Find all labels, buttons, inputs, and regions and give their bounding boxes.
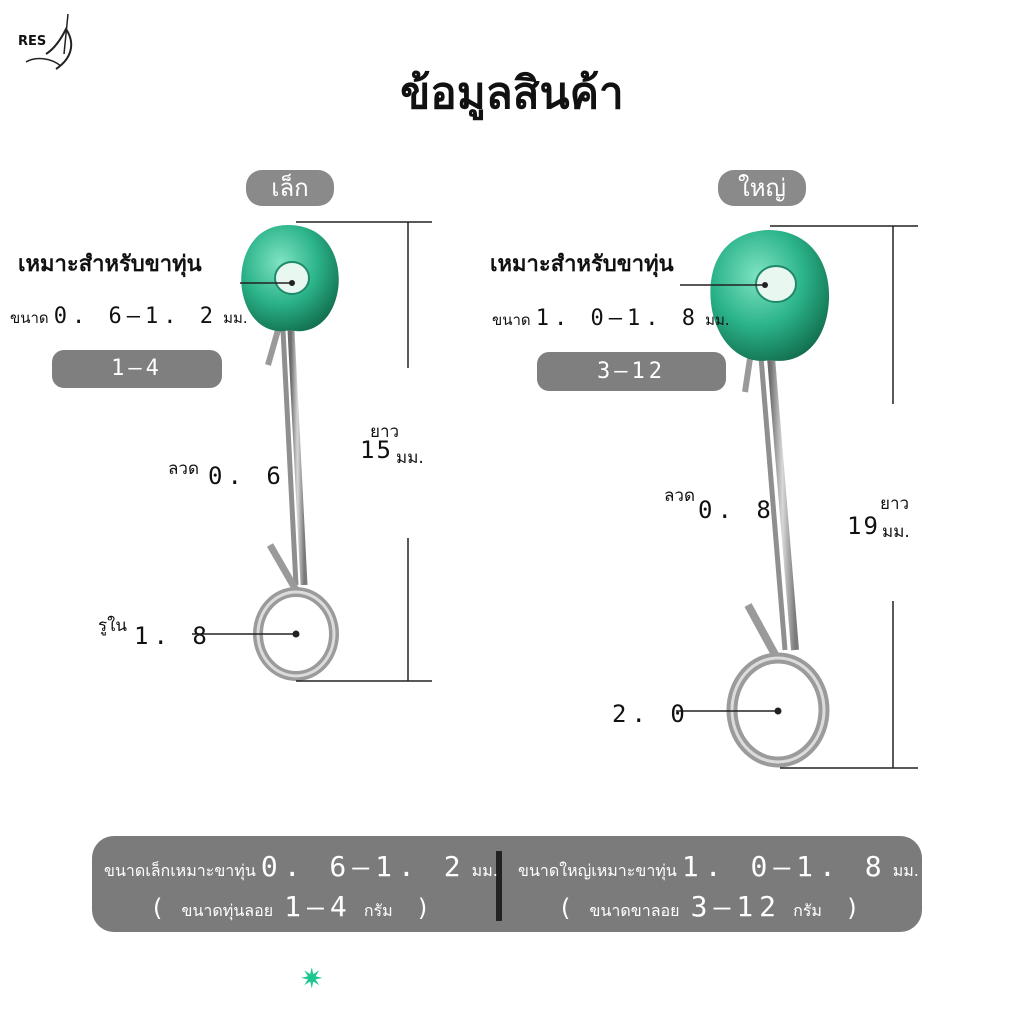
small-size-range: 0. 6–1. 2 [53, 304, 218, 329]
fish-logo-icon [25, 13, 73, 70]
summary-left-float-value: 1–4 [284, 890, 353, 923]
large-inner-value: 2. 0 [612, 700, 690, 728]
page-title: ข้อมูลสินค้า [400, 68, 624, 119]
brand-text: RES [18, 34, 47, 49]
small-wire-label: ลวด [168, 459, 200, 479]
large-fit-label: เหมาะสำหรับขาทุ่น [490, 252, 674, 277]
summary-left-line1: ขนาดเล็กเหมาะขาทุ่น 0. 6–1. 2 มม. [104, 850, 498, 884]
small-length-label: ยาว [370, 422, 400, 442]
summary-right-unit: มม. [892, 861, 919, 880]
small-fit-label: เหมาะสำหรับขาทุ่น [18, 252, 202, 277]
small-clip [241, 225, 339, 681]
small-size-prefix: ขนาด [10, 309, 49, 327]
large-weight-pill: 3–12 [537, 352, 726, 391]
small-size-spec: ขนาด 0. 6–1. 2 มม. [10, 304, 248, 330]
small-size-pill: เล็ก [246, 170, 334, 206]
summary-left-float-unit: กรัม [363, 901, 393, 920]
large-wire-shank [766, 344, 799, 651]
large-size-prefix: ขนาด [492, 311, 531, 329]
summary-left-open: ( [150, 894, 171, 922]
large-bead-hole [755, 265, 797, 303]
summary-right-open: ( [558, 894, 579, 922]
large-size-pill: ใหญ่ [718, 170, 806, 206]
summary-left-line2: ( ขนาดทุ่นลอย 1–4 กรัม ) [150, 890, 436, 924]
small-wire-tail [265, 329, 281, 366]
large-length-label: ยาว [880, 494, 910, 514]
large-size-range: 1. 0–1. 8 [535, 306, 700, 331]
brand-logo [16, 13, 86, 74]
large-wire-value: 0. 8 [698, 496, 776, 524]
summary-right-close: ) [845, 894, 866, 922]
summary-bar [92, 836, 922, 932]
summary-right-prefix: ขนาดใหญ่เหมาะขาทุ่น [518, 861, 677, 880]
summary-left-prefix: ขนาดเล็กเหมาะขาทุ่น [104, 861, 256, 880]
summary-right-float-value: 3–12 [690, 890, 783, 923]
small-wire-shank [287, 329, 308, 586]
large-length-unit: มม. [882, 522, 910, 542]
summary-right-float-unit: กรัม [793, 901, 822, 920]
large-size-spec: ขนาด 1. 0–1. 8 มม. [492, 306, 730, 332]
large-clip [710, 230, 830, 768]
small-length-value: 15 [360, 436, 393, 464]
large-wire-hook [744, 603, 782, 662]
summary-left-float-prefix: ขนาดทุ่นลอย [181, 901, 274, 920]
small-size-unit: มม. [223, 309, 248, 327]
summary-left-close: ) [415, 894, 437, 922]
small-bead-hole [274, 261, 310, 295]
summary-left-unit: มม. [471, 861, 498, 880]
summary-right-float-prefix: ขนาดขาลอย [589, 901, 680, 920]
large-size-unit: มม. [705, 311, 730, 329]
small-inner-value: 1. 8 [134, 622, 212, 650]
summary-left-value: 0. 6–1. 2 [260, 850, 467, 883]
summary-right-line1: ขนาดใหญ่เหมาะขาทุ่น 1. 0–1. 8 มม. [518, 850, 919, 884]
summary-right-value: 1. 0–1. 8 [681, 850, 888, 883]
small-wire-value: 0. 6 [208, 462, 286, 490]
large-wire-label: ลวด [664, 486, 696, 506]
summary-divider [496, 851, 502, 921]
large-length-value: 19 [847, 512, 880, 540]
leader-lines [192, 221, 918, 769]
sparkle-icon: ✷ [300, 962, 324, 995]
small-weight-pill: 1–4 [52, 350, 222, 388]
small-wire-hook [266, 543, 300, 592]
small-length-unit: มม. [396, 448, 424, 468]
small-inner-label: รูใน [98, 616, 128, 636]
summary-right-line2: ( ขนาดขาลอย 3–12 กรัม ) [558, 890, 866, 924]
